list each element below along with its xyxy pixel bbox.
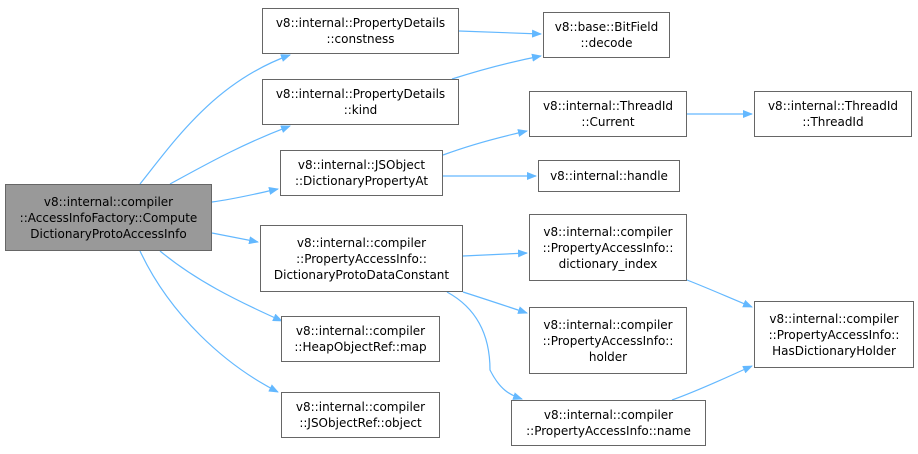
edge-root-to-pd-constness xyxy=(139,54,291,185)
edge-root-to-jsobject-dpa xyxy=(211,187,279,203)
node-label-line: DictionaryProtoAccessInfo xyxy=(30,226,187,241)
node-label-line: v8::internal::compiler xyxy=(543,408,674,422)
node-threadid-threadid[interactable]: v8::internal::ThreadId ::ThreadId xyxy=(754,91,912,137)
node-label-line: ::JSObjectRef::object xyxy=(299,416,422,430)
node-label-line: v8::internal::compiler xyxy=(769,311,899,326)
node-label-line: v8::internal::compiler xyxy=(43,194,174,209)
node-label-line: v8::internal::compiler xyxy=(543,317,673,332)
edge-pai-name-to-pai-has-dict-holder xyxy=(671,365,753,401)
node-label-line: v8::internal::compiler xyxy=(295,400,426,414)
edge-root-to-pai-dpdc xyxy=(211,232,259,245)
edge-pai-dpdc-to-pai-holder xyxy=(462,291,528,314)
edge-pai-dpdc-to-pai-dictionary-index xyxy=(462,249,528,258)
node-label-line: v8::internal::JSObject xyxy=(297,158,426,172)
node-property-access-info-dictionary-index[interactable]: v8::internal::compiler ::PropertyAccessI… xyxy=(529,214,687,281)
node-bitfield-decode[interactable]: v8::base::BitField ::decode xyxy=(543,12,670,58)
node-property-access-info-has-dictionary-holder[interactable]: v8::internal::compiler ::PropertyAccessI… xyxy=(754,301,914,368)
edge-pai-dpdc-to-pai-name xyxy=(446,291,523,400)
node-access-info-factory-compute-dictionary-proto-access-info: v8::internal::compiler ::AccessInfoFacto… xyxy=(5,184,212,251)
edge-root-to-jsobjectref-object xyxy=(139,250,279,393)
node-label-line: v8::internal::PropertyDetails xyxy=(275,16,446,30)
node-threadid-current[interactable]: v8::internal::ThreadId ::Current xyxy=(529,91,687,137)
edge-jsobject-dpa-to-threadid-current xyxy=(442,129,528,156)
node-label-line: v8::internal::compiler xyxy=(296,235,427,250)
node-label-line: ::HeapObjectRef::map xyxy=(294,340,427,354)
node-property-access-info-dictionary-proto-data-constant[interactable]: v8::internal::compiler ::PropertyAccessI… xyxy=(260,225,463,292)
node-property-details-constness[interactable]: v8::internal::PropertyDetails ::constnes… xyxy=(262,8,459,54)
node-label-line: ::ThreadId xyxy=(802,115,864,129)
node-label-line: holder xyxy=(588,349,628,364)
node-label-line: ::PropertyAccessInfo:: xyxy=(542,240,674,255)
node-label-line: v8::base::BitField xyxy=(554,20,659,34)
edge-pd-constness-to-bitfield-decode xyxy=(458,29,542,38)
node-label-line: v8::internal::PropertyDetails xyxy=(275,87,446,101)
node-label-line: v8::internal::handle xyxy=(550,169,668,183)
node-label-line: ::PropertyAccessInfo:: xyxy=(768,327,900,342)
edge-root-to-pd-kind xyxy=(169,125,291,185)
node-handle[interactable]: v8::internal::handle xyxy=(538,160,680,192)
node-jsobject-dictionary-property-at[interactable]: v8::internal::JSObject ::DictionaryPrope… xyxy=(280,150,443,196)
node-label-line: ::Current xyxy=(581,115,635,129)
node-label-line: ::constness xyxy=(326,32,395,46)
node-label-line: v8::internal::ThreadId xyxy=(542,99,674,113)
node-label-line: v8::internal::ThreadId xyxy=(767,99,899,113)
node-label-line: DictionaryProtoDataConstant xyxy=(273,267,450,282)
edge-pd-kind-to-bitfield-decode xyxy=(451,53,542,80)
node-label-line: v8::internal::compiler xyxy=(295,324,426,338)
node-label-line: v8::internal::compiler xyxy=(543,224,673,239)
node-js-object-ref-object[interactable]: v8::internal::compiler ::JSObjectRef::ob… xyxy=(281,392,440,438)
edge-root-to-heapobjectref-map xyxy=(159,250,283,322)
node-label-line: dictionary_index xyxy=(558,256,658,271)
node-label-line: ::DictionaryPropertyAt xyxy=(294,174,429,188)
node-property-access-info-holder[interactable]: v8::internal::compiler ::PropertyAccessI… xyxy=(529,307,687,374)
node-property-details-kind[interactable]: v8::internal::PropertyDetails ::kind xyxy=(262,79,459,125)
node-heap-object-ref-map[interactable]: v8::internal::compiler ::HeapObjectRef::… xyxy=(281,316,440,362)
node-label-line: ::PropertyAccessInfo:: xyxy=(542,333,674,348)
node-label-line: ::AccessInfoFactory::Compute xyxy=(19,210,198,225)
node-label-line: HasDictionaryHolder xyxy=(772,343,896,358)
node-label-line: ::decode xyxy=(580,36,633,50)
node-label-line: ::PropertyAccessInfo::name xyxy=(526,424,691,438)
node-label-line: ::kind xyxy=(343,103,378,117)
node-property-access-info-name[interactable]: v8::internal::compiler ::PropertyAccessI… xyxy=(511,400,706,446)
node-label-line: ::PropertyAccessInfo:: xyxy=(296,251,427,266)
edge-pai-dictionary-index-to-pai-has-dict-holder xyxy=(686,279,753,308)
